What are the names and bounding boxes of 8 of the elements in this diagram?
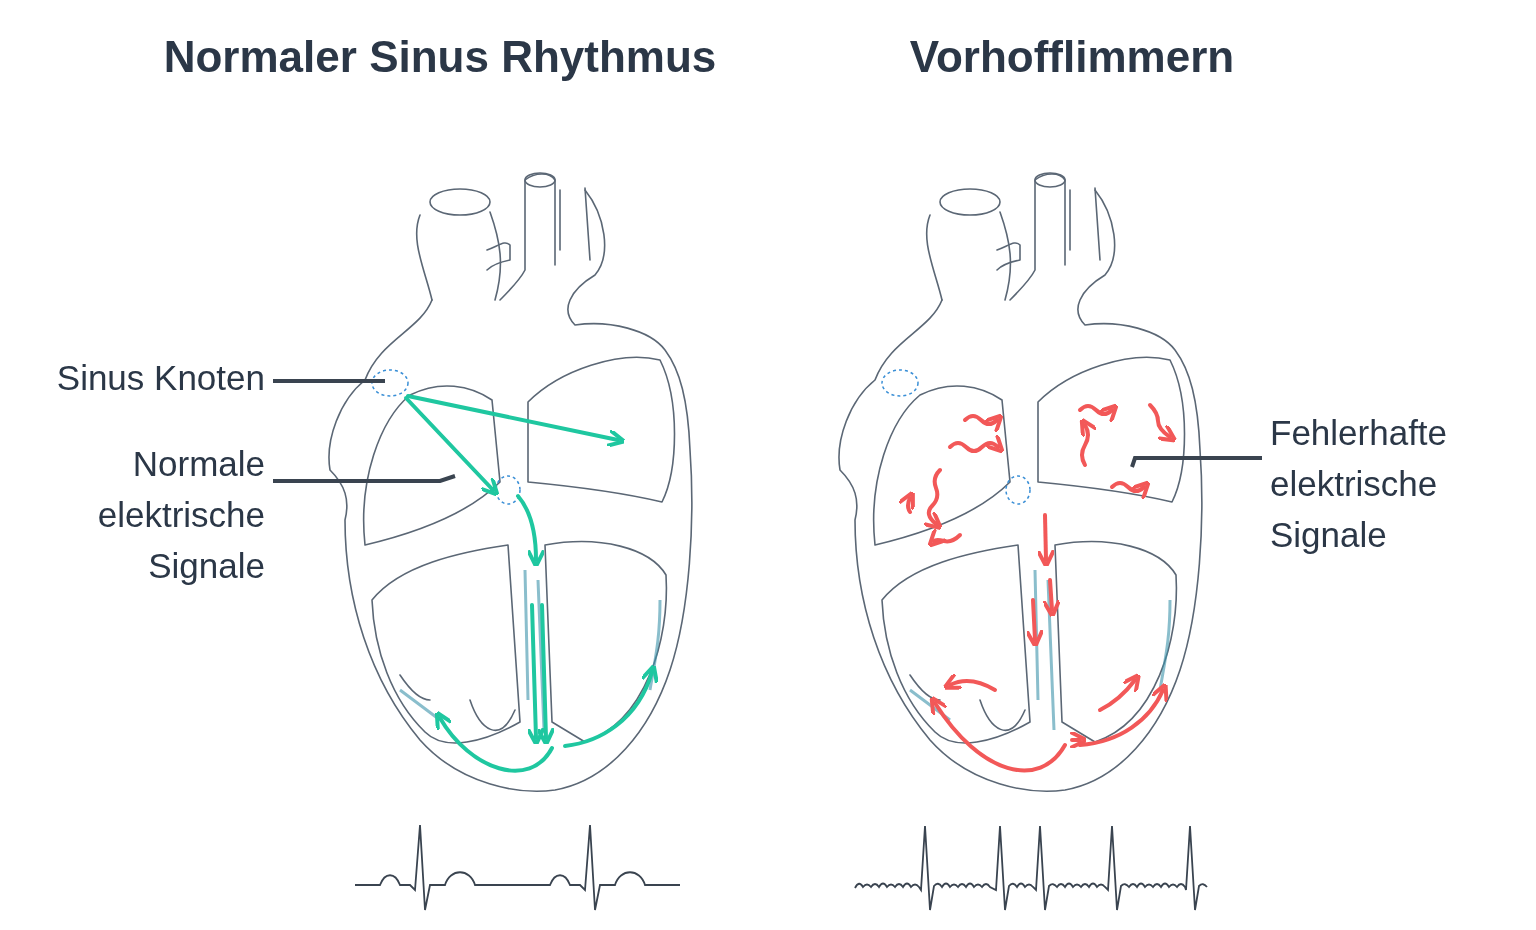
callout-label: Sinus Knoten xyxy=(10,352,265,403)
leader-line xyxy=(273,379,385,383)
callout-label: Fehlerhafte elektrische Signale xyxy=(1270,407,1520,560)
callout-label: Normale elektrische Signale xyxy=(20,438,265,591)
panel-heading: Normaler Sinus Rhythmus xyxy=(163,32,717,82)
leader-line xyxy=(273,474,456,483)
leader-line xyxy=(1130,456,1262,468)
panel-heading: Vorhofflimmern xyxy=(909,32,1235,82)
